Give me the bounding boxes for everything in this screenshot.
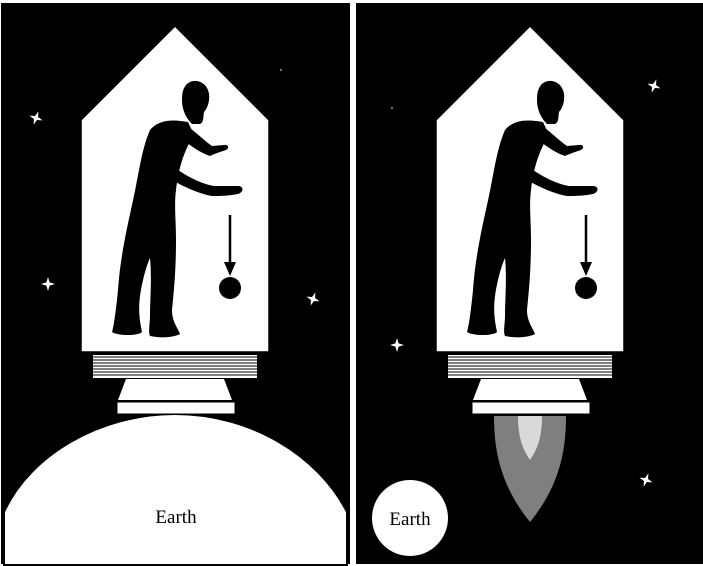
falling-ball-left bbox=[219, 277, 241, 299]
panel-left-on-earth: Earth bbox=[2, 4, 349, 565]
earth-label-right: Earth bbox=[389, 509, 431, 530]
star bbox=[391, 107, 393, 109]
rocket-nozzle-right bbox=[473, 379, 587, 400]
engine-rings-right bbox=[448, 355, 612, 378]
star bbox=[280, 69, 282, 71]
rocket-base-right bbox=[472, 402, 590, 414]
engine-rings-left bbox=[93, 355, 257, 378]
rocket-base-left bbox=[117, 402, 235, 414]
earth-label-left: Earth bbox=[155, 507, 197, 528]
panel-right-in-space: Earth bbox=[357, 4, 702, 563]
falling-ball-right bbox=[575, 277, 597, 299]
rocket-nozzle-left bbox=[118, 379, 232, 400]
